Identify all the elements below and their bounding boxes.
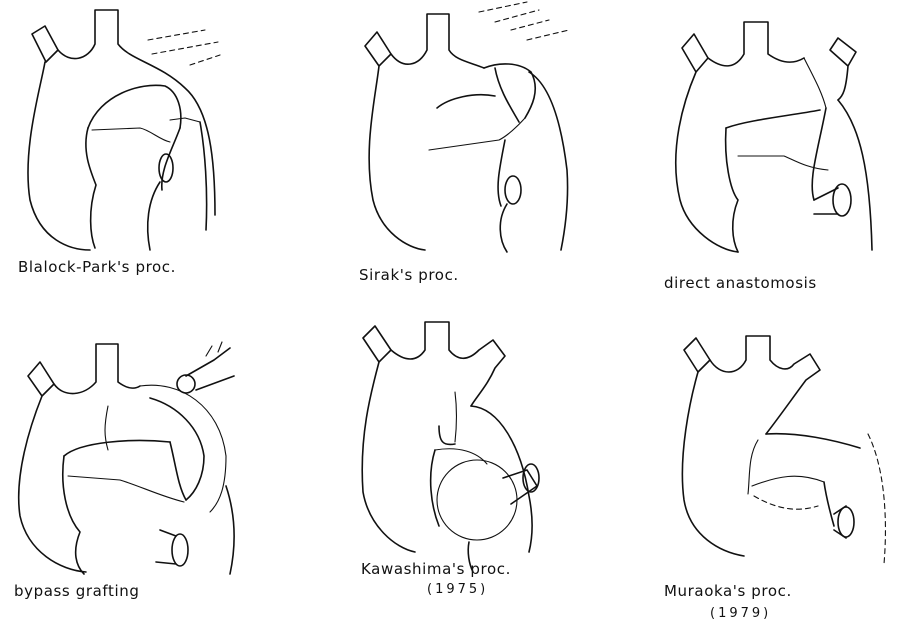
caption-blalock-park: Blalock-Park's proc.	[18, 258, 176, 276]
panel-direct-anastomosis: direct anastomosis	[598, 0, 897, 316]
panel-blalock-park: Blalock-Park's proc.	[0, 0, 299, 316]
direct-anastomosis-diagram	[598, 0, 897, 316]
year-kawashima: (1975)	[427, 582, 488, 597]
caption-direct-anastomosis: direct anastomosis	[664, 274, 817, 292]
caption-bypass-grafting: bypass grafting	[14, 582, 139, 600]
caption-muraoka: Muraoka's proc.	[664, 582, 792, 600]
caption-kawashima: Kawashima's proc.	[361, 560, 511, 578]
panel-sirak: Sirak's proc.	[299, 0, 598, 316]
year-muraoka: (1979)	[710, 606, 771, 621]
panel-kawashima: Kawashima's proc. (1975)	[299, 316, 598, 632]
panel-muraoka: Muraoka's proc. (1979)	[598, 316, 897, 632]
panel-bypass-grafting: bypass grafting	[0, 316, 299, 632]
caption-sirak: Sirak's proc.	[359, 266, 459, 284]
